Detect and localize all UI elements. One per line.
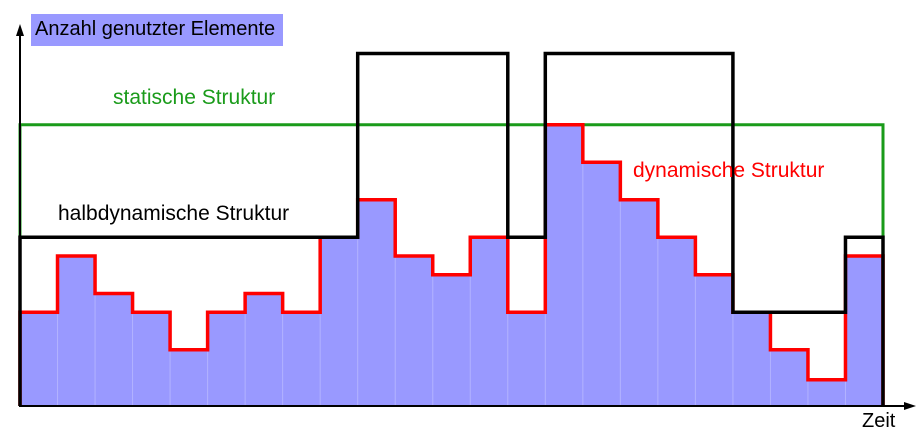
column-separators (57, 164, 846, 406)
usage-area-fill (20, 124, 884, 406)
usage-column (20, 312, 59, 406)
usage-column (432, 274, 471, 406)
usage-column (282, 312, 321, 406)
half-dynamic-structure-line (18, 51, 885, 406)
usage-column (732, 312, 772, 406)
y-axis-label: Anzahl genutzter Elemente (31, 14, 284, 46)
usage-column (582, 162, 621, 406)
x-axis-label: Zeit (862, 410, 896, 432)
usage-column (357, 199, 396, 406)
static-structure-label: statische Struktur (113, 86, 276, 109)
usage-column (320, 237, 359, 406)
usage-column (770, 349, 809, 406)
usage-column (245, 293, 284, 406)
usage-column (57, 256, 96, 406)
usage-column (470, 237, 509, 406)
usage-column (695, 274, 734, 406)
usage-column (807, 379, 847, 406)
usage-column (132, 312, 171, 406)
static-structure-line (18, 123, 885, 406)
usage-column (545, 124, 584, 406)
usage-column (845, 256, 884, 406)
usage-column (657, 237, 696, 406)
usage-column (395, 256, 434, 406)
dynamic-structure-label: dynamische Struktur (633, 159, 825, 182)
usage-column (507, 312, 546, 406)
usage-column (620, 199, 659, 406)
usage-column (95, 293, 134, 406)
x-axis-arrow-icon (904, 402, 916, 410)
usage-column (207, 312, 246, 406)
usage-column (170, 349, 209, 406)
y-axis-arrow-icon (16, 24, 24, 36)
half-dynamic-structure-label: halbdynamische Struktur (58, 202, 290, 225)
